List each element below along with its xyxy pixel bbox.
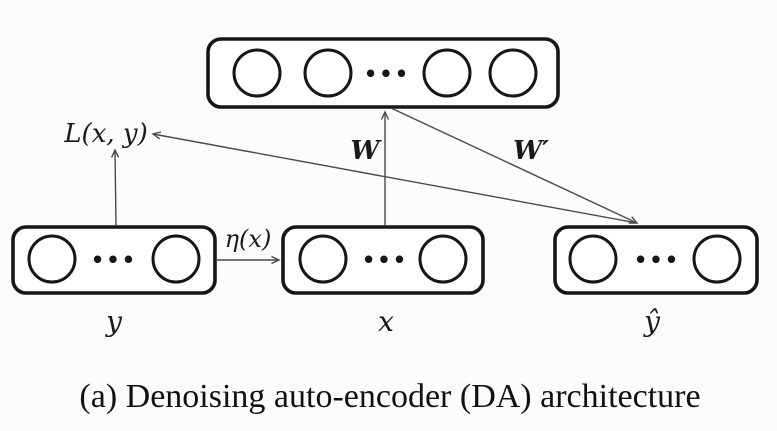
y-unit-circle	[151, 234, 201, 284]
y-layer-label: y	[104, 305, 123, 338]
loss-arrow	[110, 148, 120, 227]
decoder-weight-label: W′	[513, 136, 549, 166]
encoder-weight-label: W	[350, 136, 382, 166]
ellipsis-dots: •••	[364, 62, 410, 86]
ellipsis-dots: •••	[91, 248, 137, 272]
decoder-weight-arrow	[390, 107, 639, 224]
x-unit-circle	[298, 234, 348, 284]
reconstruction-loss-arrow	[151, 131, 638, 224]
ellipsis-dots: •••	[634, 248, 680, 272]
yhat-layer-box: •••	[553, 225, 759, 295]
hidden-layer-box: •••	[206, 37, 560, 109]
hidden-unit-circle	[232, 48, 282, 98]
y-layer-box: •••	[11, 225, 217, 295]
loss-label: L(x, y)	[63, 119, 147, 149]
ellipsis-dots: •••	[362, 248, 408, 272]
yhat-unit-circle	[568, 234, 618, 284]
hidden-unit-circle	[488, 48, 538, 98]
hidden-unit-circle	[422, 48, 472, 98]
yhat-layer-label: ŷ	[642, 305, 661, 338]
x-layer-label: x	[378, 305, 394, 338]
figure-caption: (a) Denoising auto-encoder (DA) architec…	[79, 378, 700, 415]
hidden-layer-outline	[206, 37, 560, 109]
noise-label: η(x)	[225, 225, 272, 253]
yhat-unit-circle	[692, 234, 742, 284]
y-unit-circle	[27, 234, 77, 284]
x-layer-box: •••	[281, 225, 485, 295]
hidden-unit-circle	[303, 48, 353, 98]
x-unit-circle	[418, 234, 468, 284]
